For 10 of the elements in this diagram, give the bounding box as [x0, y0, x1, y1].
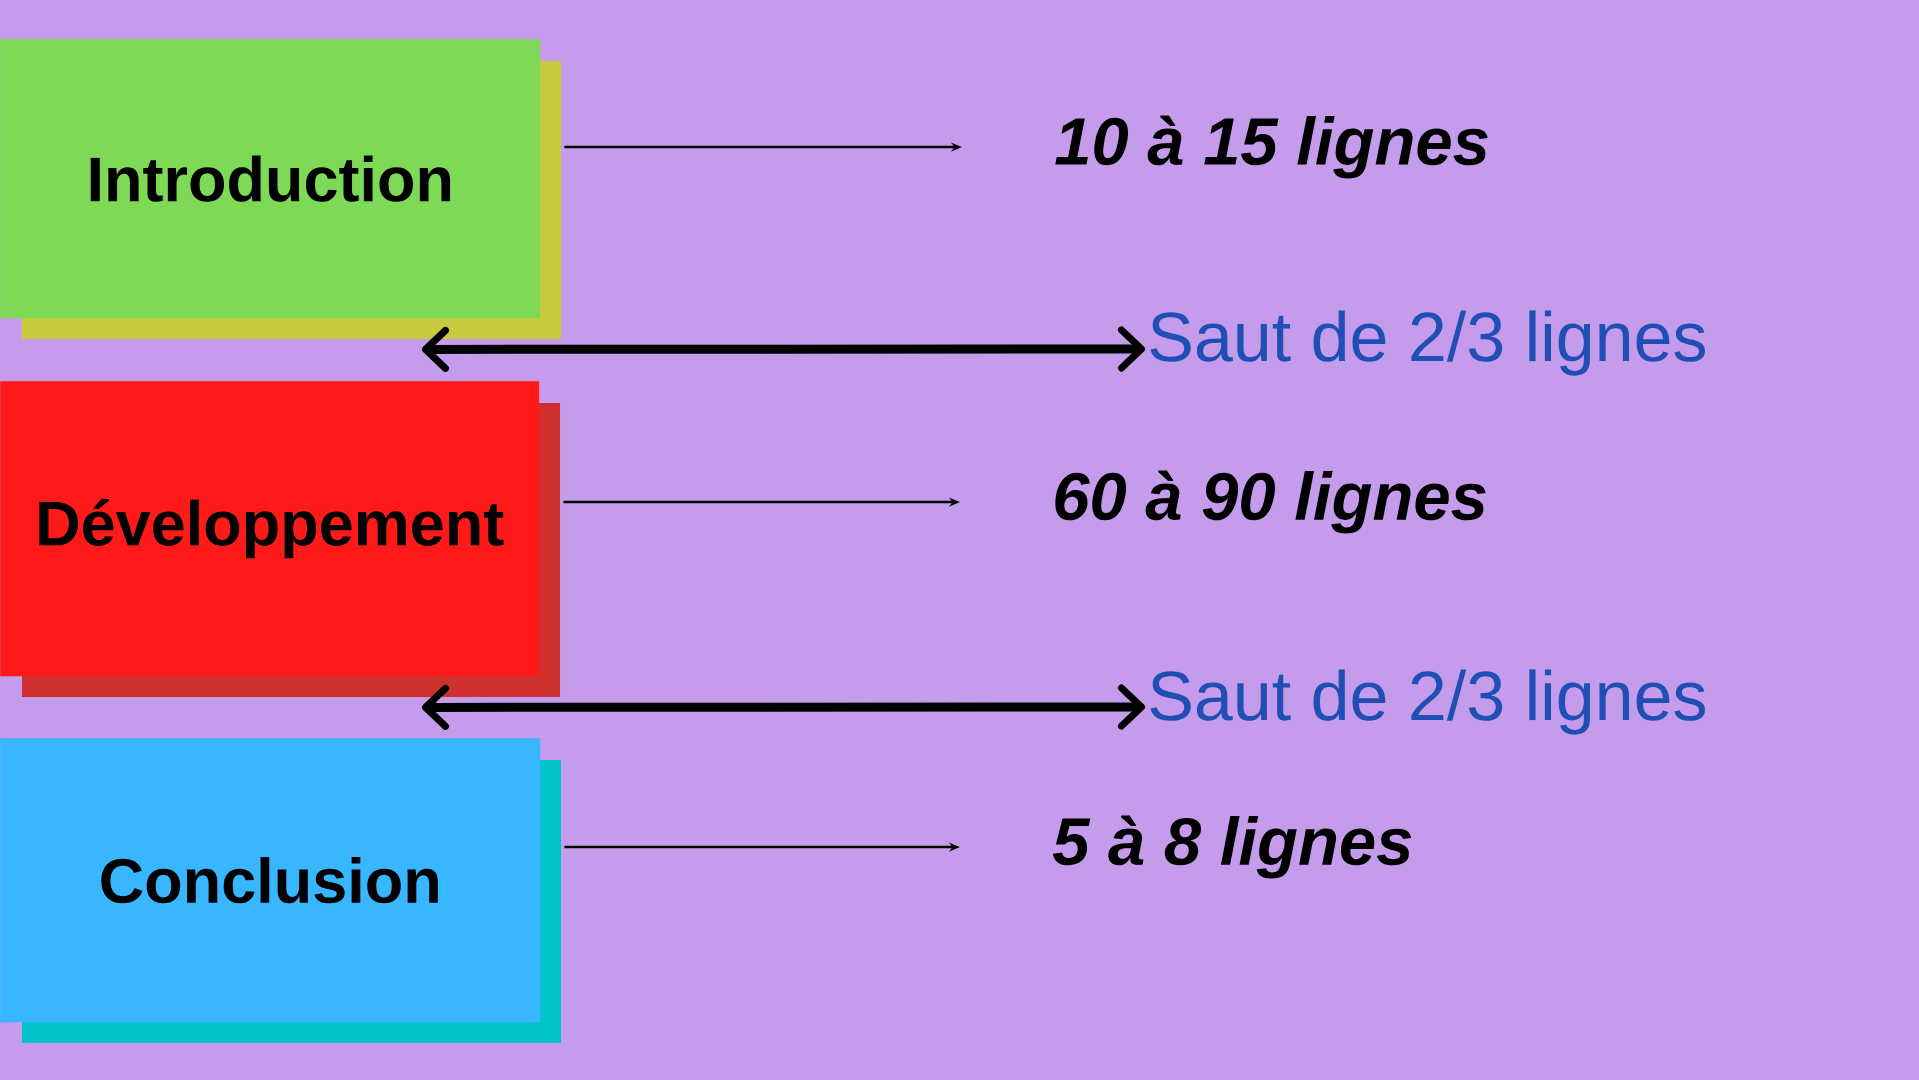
line-count: 60 à 90 lignes [1055, 470, 1486, 534]
section-box: Développement [0, 381, 560, 697]
section-box: Introduction [0, 39, 561, 339]
double-arrow [422, 326, 1145, 372]
double-arrow [422, 684, 1145, 730]
spacing-note: Saut de 2/3 lignes [1150, 669, 1705, 735]
section-box: Conclusion [0, 738, 561, 1043]
line-count: 10 à 15 lignes [1055, 115, 1488, 179]
line-count: 5 à 8 lignes [1052, 815, 1412, 879]
spacing-note: Saut de 2/3 lignes [1150, 310, 1705, 376]
